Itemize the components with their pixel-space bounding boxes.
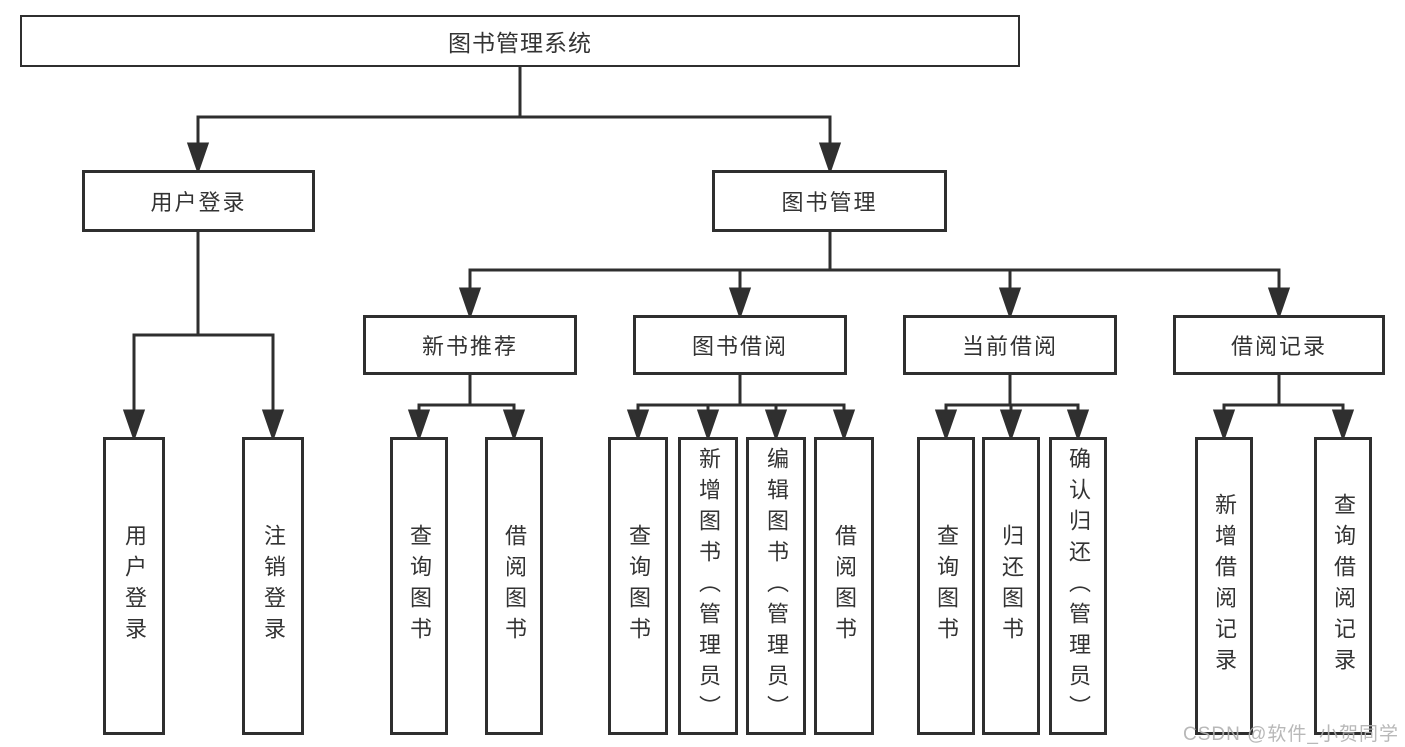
leaf-label: 确认归还（管理员） (1066, 446, 1091, 726)
node-label: 用户登录 (150, 190, 247, 215)
connector-borrow-records-to-leaves (1212, 375, 1355, 442)
node-library-management-system: 图书管理系统 (20, 15, 1020, 67)
connector-user-login-to-leaves (122, 232, 285, 442)
leaf-label: 查询图书 (626, 524, 651, 648)
node-label: 图书管理系统 (448, 30, 592, 56)
leaf-label: 查询图书 (934, 524, 959, 648)
leaf-query-borrow-record: 查询借阅记录 (1314, 437, 1372, 735)
leaf-label: 借阅图书 (832, 524, 857, 648)
node-current-borrow: 当前借阅 (903, 315, 1117, 375)
leaf-label: 新增借阅记录 (1212, 493, 1237, 679)
connector-book-management-to-level3 (458, 232, 1291, 320)
leaf-user-login: 用户登录 (103, 437, 165, 735)
connector-new-book-recommend-to-leaves (407, 375, 526, 442)
leaf-label: 归还图书 (999, 524, 1024, 648)
leaf-confirm-return-admin: 确认归还（管理员） (1049, 437, 1107, 735)
node-label: 当前借阅 (961, 334, 1058, 359)
connector-root-to-level2 (186, 67, 842, 175)
leaf-edit-book-admin: 编辑图书（管理员） (746, 437, 806, 735)
node-label: 图书管理 (781, 190, 878, 215)
leaf-borrow-books: 借阅图书 (814, 437, 874, 735)
node-borrow-records: 借阅记录 (1173, 315, 1385, 375)
node-label: 图书借阅 (691, 334, 788, 359)
leaf-return-books: 归还图书 (982, 437, 1040, 735)
leaf-add-borrow-record: 新增借阅记录 (1195, 437, 1253, 735)
node-label: 新书推荐 (421, 334, 518, 359)
node-new-book-recommend: 新书推荐 (363, 315, 577, 375)
leaf-label: 用户登录 (122, 524, 147, 648)
csdn-watermark: CSDN @软件_小贺同学 (1183, 724, 1399, 745)
leaf-label: 查询借阅记录 (1331, 493, 1356, 679)
leaf-borrow-books-recommend: 借阅图书 (485, 437, 543, 735)
node-book-borrow: 图书借阅 (633, 315, 847, 375)
node-label: 借阅记录 (1230, 334, 1327, 359)
leaf-label: 查询图书 (407, 524, 432, 648)
node-book-management: 图书管理 (712, 170, 947, 232)
connector-current-borrow-to-leaves (934, 375, 1090, 442)
leaf-logout: 注销登录 (242, 437, 304, 735)
connector-book-borrow-to-leaves (626, 375, 856, 442)
leaf-add-book-admin: 新增图书（管理员） (678, 437, 738, 735)
leaf-query-books-current: 查询图书 (917, 437, 975, 735)
node-user-login: 用户登录 (82, 170, 315, 232)
leaf-query-books-borrow: 查询图书 (608, 437, 668, 735)
leaf-label: 注销登录 (261, 524, 286, 648)
leaf-label: 借阅图书 (502, 524, 527, 648)
leaf-label: 新增图书（管理员） (696, 446, 721, 726)
leaf-label: 编辑图书（管理员） (764, 446, 789, 726)
leaf-query-books-recommend: 查询图书 (390, 437, 448, 735)
